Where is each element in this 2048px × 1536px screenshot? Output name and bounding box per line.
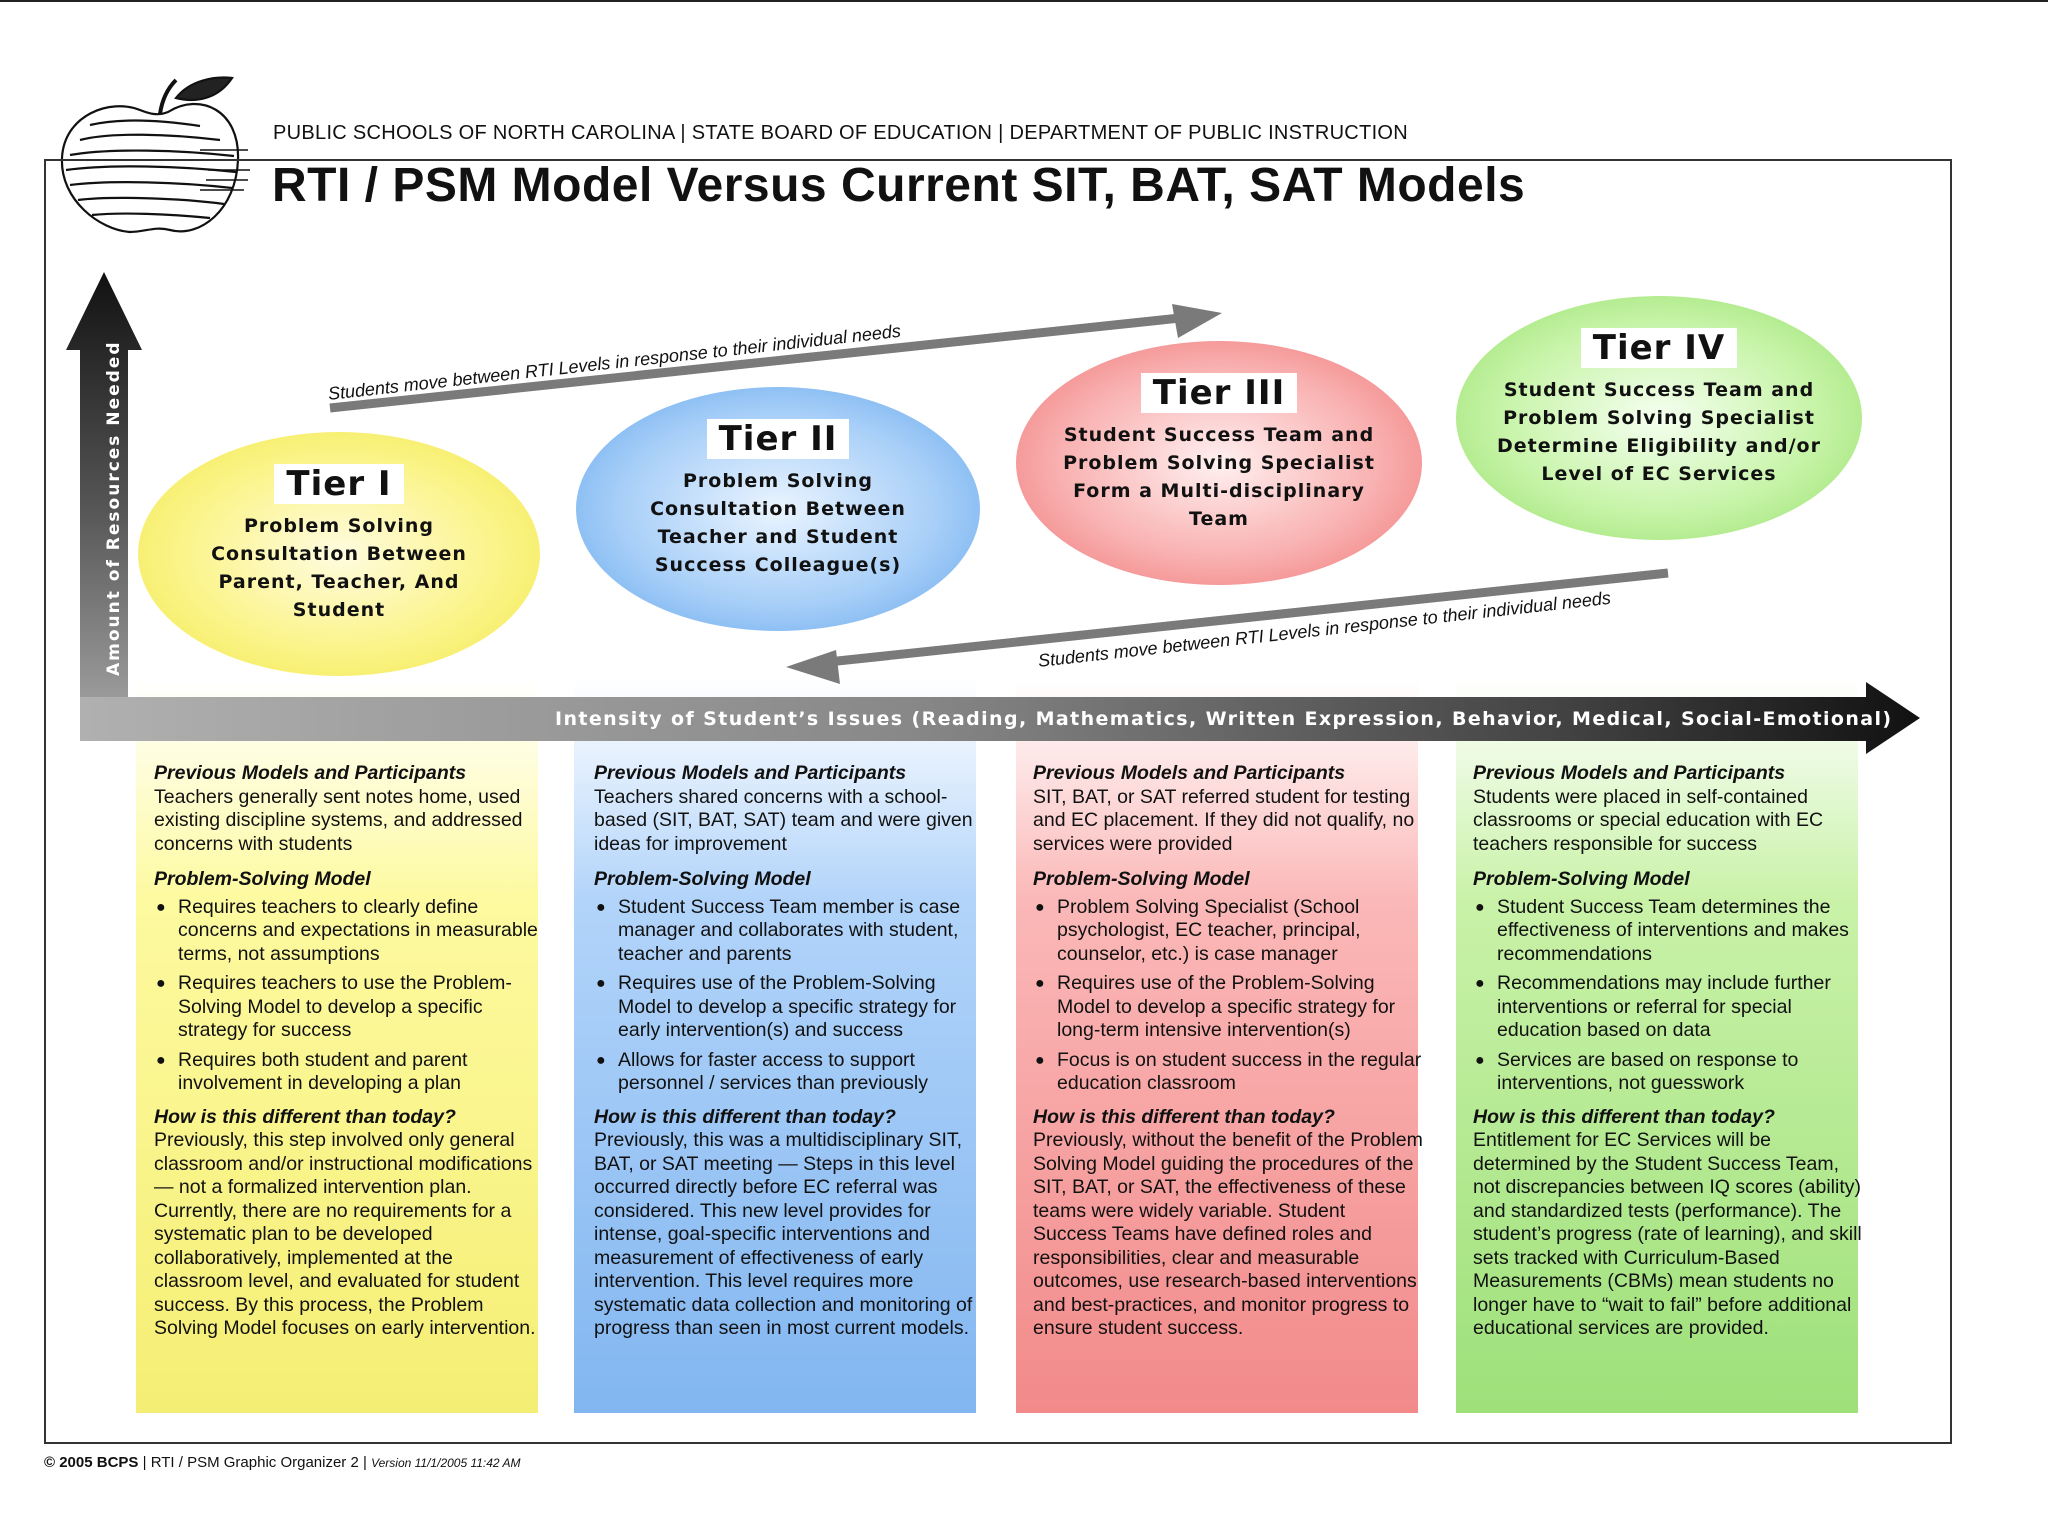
psm-bullet: Student Success Team member is case mana…: [594, 896, 984, 967]
tier-2-ellipse: Tier II Problem Solving Consultation Bet…: [576, 387, 980, 631]
psm-bullets: Requires teachers to clearly define conc…: [154, 896, 544, 1096]
psm-bullet: Allows for faster access to support pers…: [594, 1049, 984, 1096]
psm-bullet: Requires teachers to clearly define conc…: [154, 896, 544, 967]
lower-movement-arrow: [786, 568, 1669, 684]
tier-2-name: Tier II: [706, 419, 850, 459]
tier-1-column: [136, 680, 538, 1413]
difference-title: How is this different than today?: [594, 1105, 896, 1128]
previous-models-title: Previous Models and Participants: [594, 762, 907, 784]
tier-2-column: [574, 680, 976, 1413]
tier-1-name: Tier I: [274, 464, 404, 504]
tier-4-description: Student Success Team and Problem Solving…: [1497, 379, 1821, 485]
psm-title: Problem-Solving Model: [154, 868, 371, 890]
psm-bullet: Focus is on student success in the regul…: [1033, 1049, 1423, 1096]
tier-3-ellipse: Tier III Student Success Team and Proble…: [1016, 341, 1422, 585]
tier-3-details: Previous Models and Participants SIT, BA…: [1033, 762, 1423, 1341]
previous-models-title: Previous Models and Participants: [154, 762, 467, 784]
tier-4-name: Tier IV: [1580, 328, 1738, 368]
psm-title: Problem-Solving Model: [594, 868, 811, 890]
content-frame: [44, 159, 1952, 1444]
upper-movement-arrow: [329, 304, 1222, 413]
footer-organizer: RTI / PSM Graphic Organizer 2: [150, 1454, 359, 1471]
x-axis-arrow: [80, 682, 1920, 754]
tier-4-column: [1456, 680, 1858, 1413]
y-axis-label: Amount of Resources Needed: [104, 340, 124, 677]
footer-copyright: © 2005 BCPS: [44, 1454, 139, 1471]
difference-title: How is this different than today?: [1033, 1105, 1335, 1128]
difference-title: How is this different than today?: [1473, 1105, 1775, 1128]
tier-1-details: Previous Models and Participants Teacher…: [154, 762, 544, 1341]
previous-models-text: Teachers generally sent notes home, used…: [154, 785, 523, 855]
x-axis-label: Intensity of Student’s Issues (Reading, …: [555, 708, 1893, 730]
y-axis-arrow: [66, 272, 142, 741]
tier-3-description: Student Success Team and Problem Solving…: [1063, 424, 1375, 530]
psm-title: Problem-Solving Model: [1033, 868, 1250, 890]
tier-4-ellipse: Tier IV Student Success Team and Problem…: [1456, 296, 1862, 540]
footer: © 2005 BCPS | RTI / PSM Graphic Organize…: [44, 1454, 521, 1471]
psm-bullets: Student Success Team member is case mana…: [594, 896, 984, 1096]
psm-bullet: Recommendations may include further inte…: [1473, 972, 1863, 1043]
psm-bullet: Student Success Team determines the effe…: [1473, 896, 1863, 967]
psm-bullet: Requires use of the Problem-Solving Mode…: [1033, 972, 1423, 1043]
tier-2-details: Previous Models and Participants Teacher…: [594, 762, 984, 1341]
previous-models-title: Previous Models and Participants: [1473, 762, 1786, 784]
difference-text: Previously, without the benefit of the P…: [1033, 1129, 1423, 1339]
page-title: RTI / PSM Model Versus Current SIT, BAT,…: [272, 159, 1526, 212]
tier-3-column: [1016, 680, 1418, 1413]
difference-text: Previously, this was a multidisciplinary…: [594, 1129, 973, 1339]
psm-bullets: Student Success Team determines the effe…: [1473, 896, 1863, 1096]
psm-bullet: Problem Solving Specialist (School psych…: [1033, 896, 1423, 967]
previous-models-title: Previous Models and Participants: [1033, 762, 1346, 784]
psm-bullet: Requires teachers to use the Problem-Sol…: [154, 972, 544, 1043]
psm-title: Problem-Solving Model: [1473, 868, 1690, 890]
tier-1-ellipse: Tier I Problem Solving Consultation Betw…: [138, 432, 540, 676]
difference-title: How is this different than today?: [154, 1105, 456, 1128]
footer-sep: |: [142, 1454, 151, 1471]
tier-3-name: Tier III: [1140, 373, 1298, 413]
difference-text: Previously, this step involved only gene…: [154, 1129, 536, 1339]
psm-bullets: Problem Solving Specialist (School psych…: [1033, 896, 1423, 1096]
psm-bullet: Services are based on response to interv…: [1473, 1049, 1863, 1096]
header-organizations: PUBLIC SCHOOLS OF NORTH CAROLINA | STATE…: [273, 122, 1409, 144]
psm-bullet: Requires both student and parent involve…: [154, 1049, 544, 1096]
tier-2-description: Problem Solving Consultation Between Tea…: [650, 470, 906, 576]
previous-models-text: Students were placed in self-contained c…: [1473, 785, 1824, 855]
top-rule: [0, 0, 2048, 2]
footer-version: Version 11/1/2005 11:42 AM: [371, 1456, 521, 1470]
difference-text: Entitlement for EC Services will be dete…: [1473, 1129, 1862, 1339]
apple-icon: [60, 76, 250, 234]
previous-models-text: Teachers shared concerns with a school-b…: [594, 785, 973, 855]
tier-1-description: Problem Solving Consultation Between Par…: [211, 515, 467, 621]
previous-models-text: SIT, BAT, or SAT referred student for te…: [1033, 785, 1415, 855]
tier-4-details: Previous Models and Participants Student…: [1473, 762, 1863, 1341]
footer-sep: |: [362, 1454, 372, 1471]
psm-bullet: Requires use of the Problem-Solving Mode…: [594, 972, 984, 1043]
